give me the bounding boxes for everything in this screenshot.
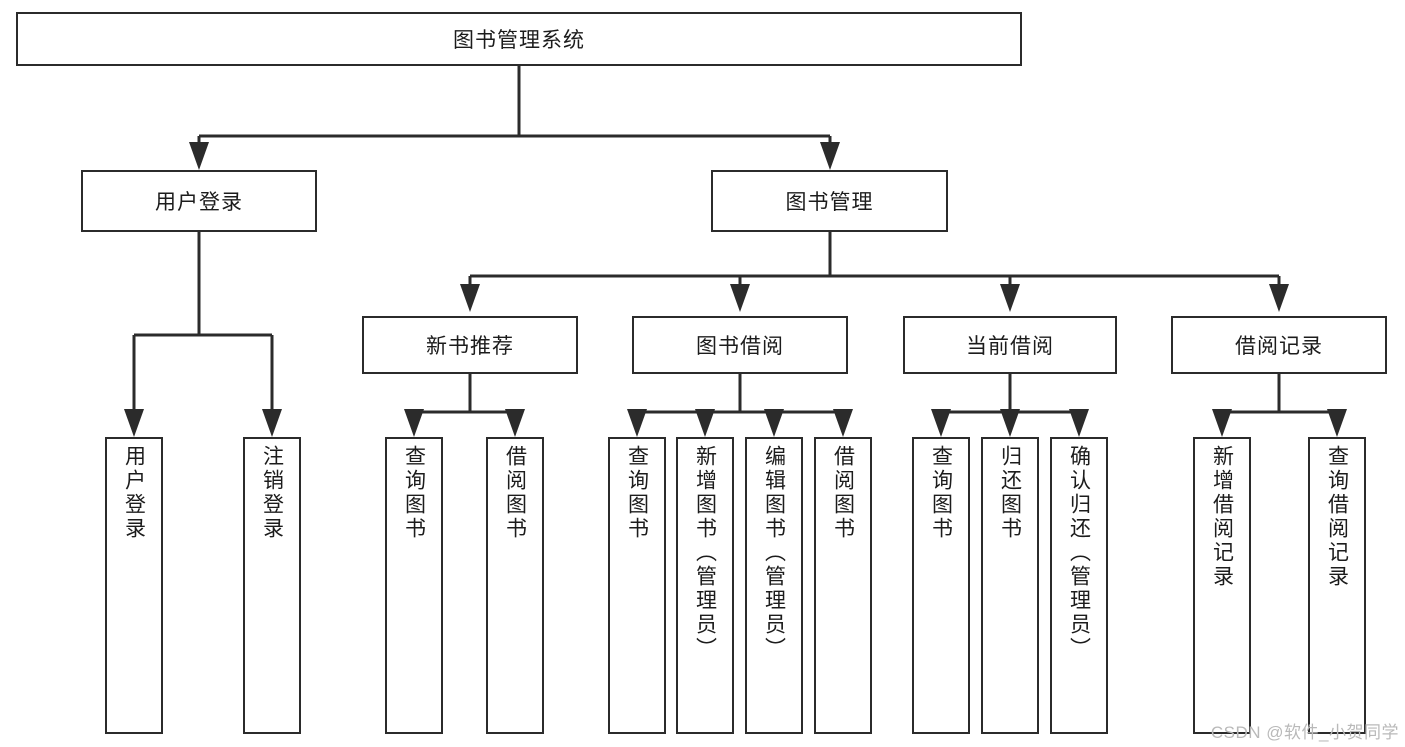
leaf-label: 用户登录 <box>122 445 146 541</box>
leaf-borrow-record-add[interactable]: 新增借阅记录 <box>1193 437 1251 734</box>
node-user-login[interactable]: 用户登录 <box>81 170 317 232</box>
node-borrow-record[interactable]: 借阅记录 <box>1171 316 1387 374</box>
node-book-borrow[interactable]: 图书借阅 <box>632 316 848 374</box>
leaf-user-login-logout[interactable]: 注销登录 <box>243 437 301 734</box>
leaf-label: 编辑图书（管理员） <box>762 445 786 661</box>
leaf-current-borrow-query[interactable]: 查询图书 <box>912 437 970 734</box>
leaf-label: 查询图书 <box>402 445 426 541</box>
leaf-label: 注销登录 <box>260 445 284 541</box>
leaf-label: 确认归还（管理员） <box>1067 445 1091 661</box>
leaf-label: 归还图书 <box>998 445 1022 541</box>
leaf-label: 借阅图书 <box>503 445 527 541</box>
leaf-borrow-record-query[interactable]: 查询借阅记录 <box>1308 437 1366 734</box>
leaf-new-book-query[interactable]: 查询图书 <box>385 437 443 734</box>
leaf-label: 查询借阅记录 <box>1325 445 1349 589</box>
leaf-book-borrow-add[interactable]: 新增图书（管理员） <box>676 437 734 734</box>
leaf-user-login-login[interactable]: 用户登录 <box>105 437 163 734</box>
leaf-book-borrow-query[interactable]: 查询图书 <box>608 437 666 734</box>
leaf-book-borrow-borrow[interactable]: 借阅图书 <box>814 437 872 734</box>
leaf-label: 新增借阅记录 <box>1210 445 1234 589</box>
leaf-current-borrow-confirm[interactable]: 确认归还（管理员） <box>1050 437 1108 734</box>
leaf-current-borrow-return[interactable]: 归还图书 <box>981 437 1039 734</box>
leaf-label: 借阅图书 <box>831 445 855 541</box>
leaf-label: 查询图书 <box>625 445 649 541</box>
node-current-borrow[interactable]: 当前借阅 <box>903 316 1117 374</box>
node-book-management[interactable]: 图书管理 <box>711 170 948 232</box>
leaf-label: 查询图书 <box>929 445 953 541</box>
leaf-new-book-borrow[interactable]: 借阅图书 <box>486 437 544 734</box>
leaf-label: 新增图书（管理员） <box>693 445 717 661</box>
node-root-system[interactable]: 图书管理系统 <box>16 12 1022 66</box>
leaf-book-borrow-edit[interactable]: 编辑图书（管理员） <box>745 437 803 734</box>
csdn-watermark: CSDN @软件_小贺同学 <box>1210 723 1399 742</box>
node-new-book-recommend[interactable]: 新书推荐 <box>362 316 578 374</box>
